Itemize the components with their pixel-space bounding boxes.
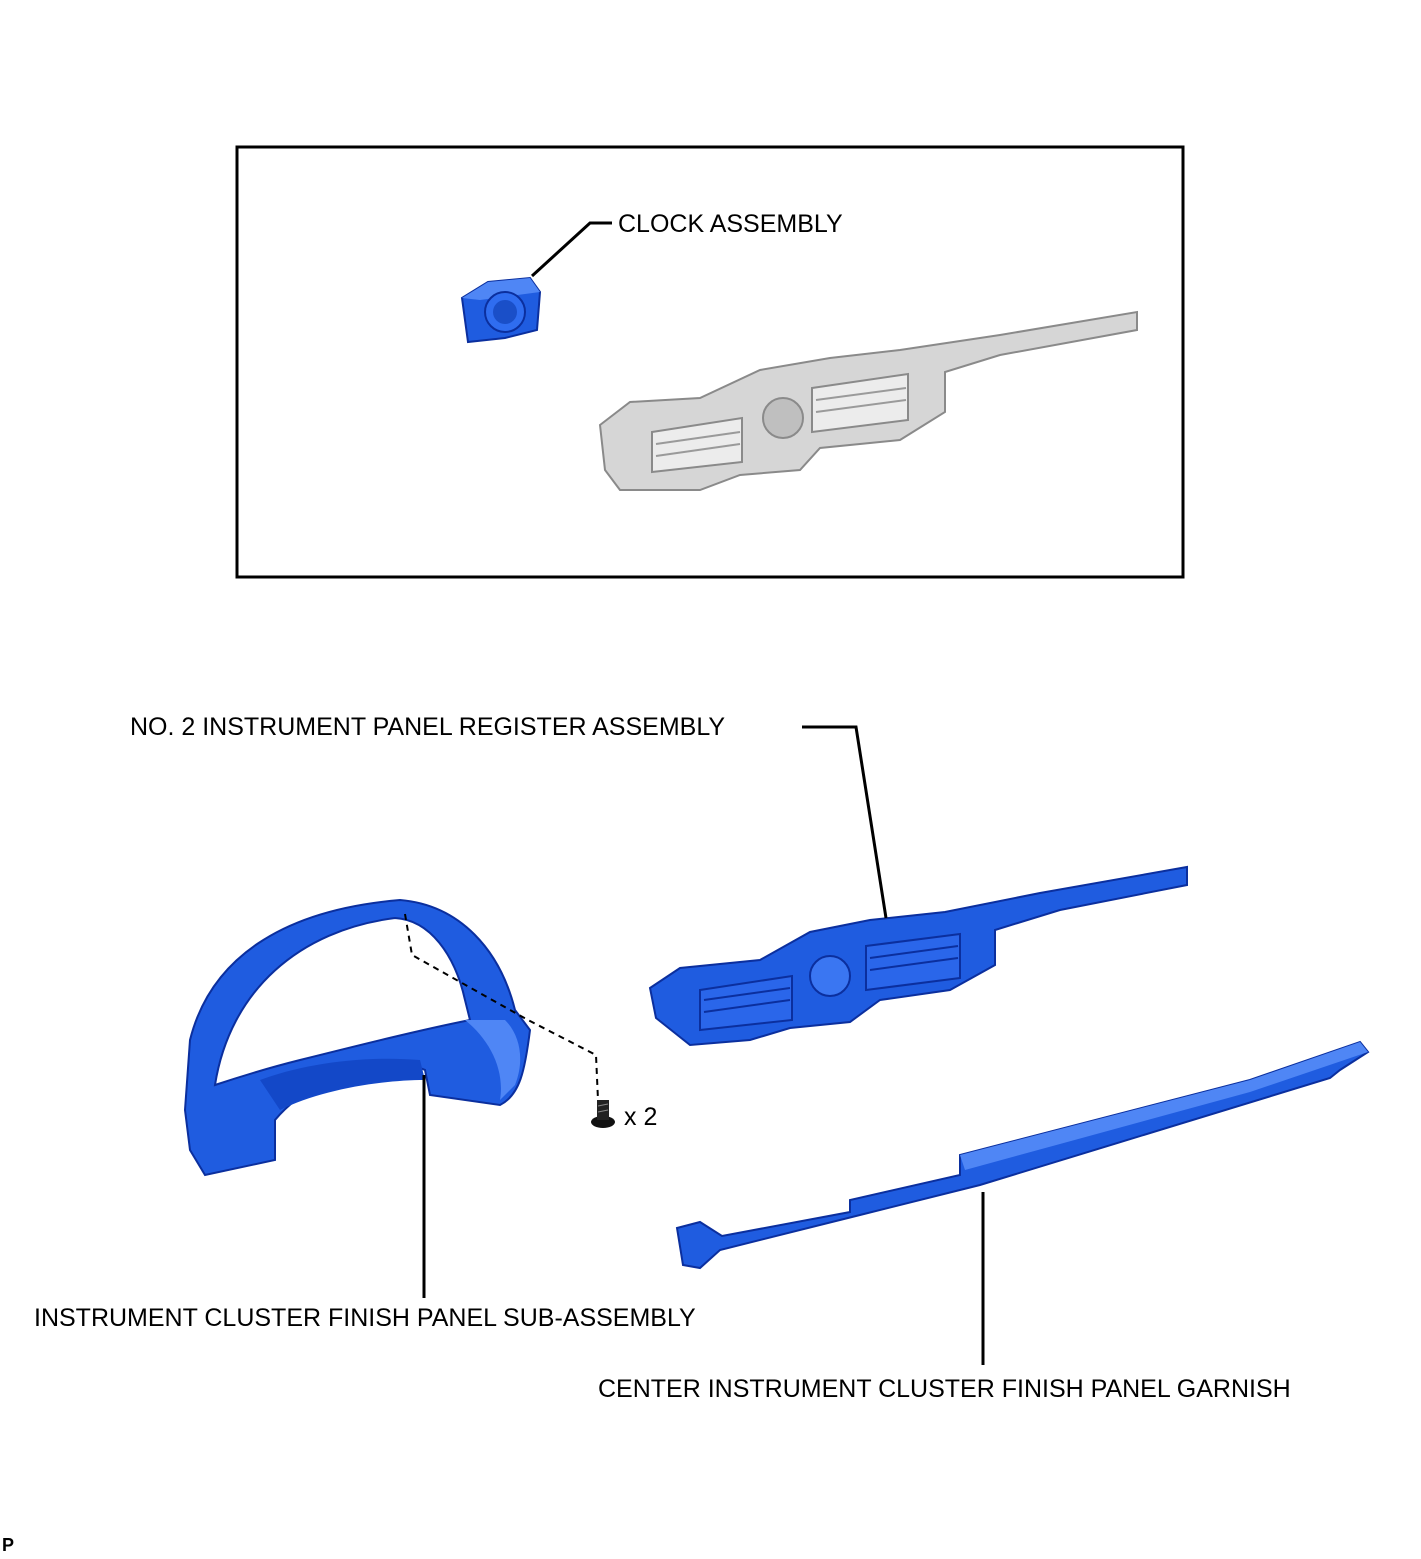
reference-register-part (598, 310, 1138, 491)
screw-icon (591, 1100, 615, 1128)
center-garnish-label: CENTER INSTRUMENT CLUSTER FINISH PANEL G… (598, 1375, 1291, 1403)
screw-count-label: x 2 (624, 1103, 658, 1131)
inset-frame (235, 145, 1185, 579)
center-garnish-part (675, 1040, 1370, 1270)
clock-leader-line (530, 221, 612, 278)
register-assembly-part (648, 865, 1188, 1047)
cluster-finish-panel-label: INSTRUMENT CLUSTER FINISH PANEL SUB-ASSE… (34, 1304, 696, 1332)
register-leader-line (802, 725, 888, 919)
cluster-screw-dashed-line (404, 913, 599, 1101)
clock-assembly-label: CLOCK ASSEMBLY (618, 210, 843, 238)
cluster-finish-panel-part (183, 898, 532, 1177)
clock-assembly-part (460, 276, 542, 344)
corner-mark: P (2, 1535, 15, 1555)
register-assembly-label: NO. 2 INSTRUMENT PANEL REGISTER ASSEMBLY (130, 713, 726, 741)
